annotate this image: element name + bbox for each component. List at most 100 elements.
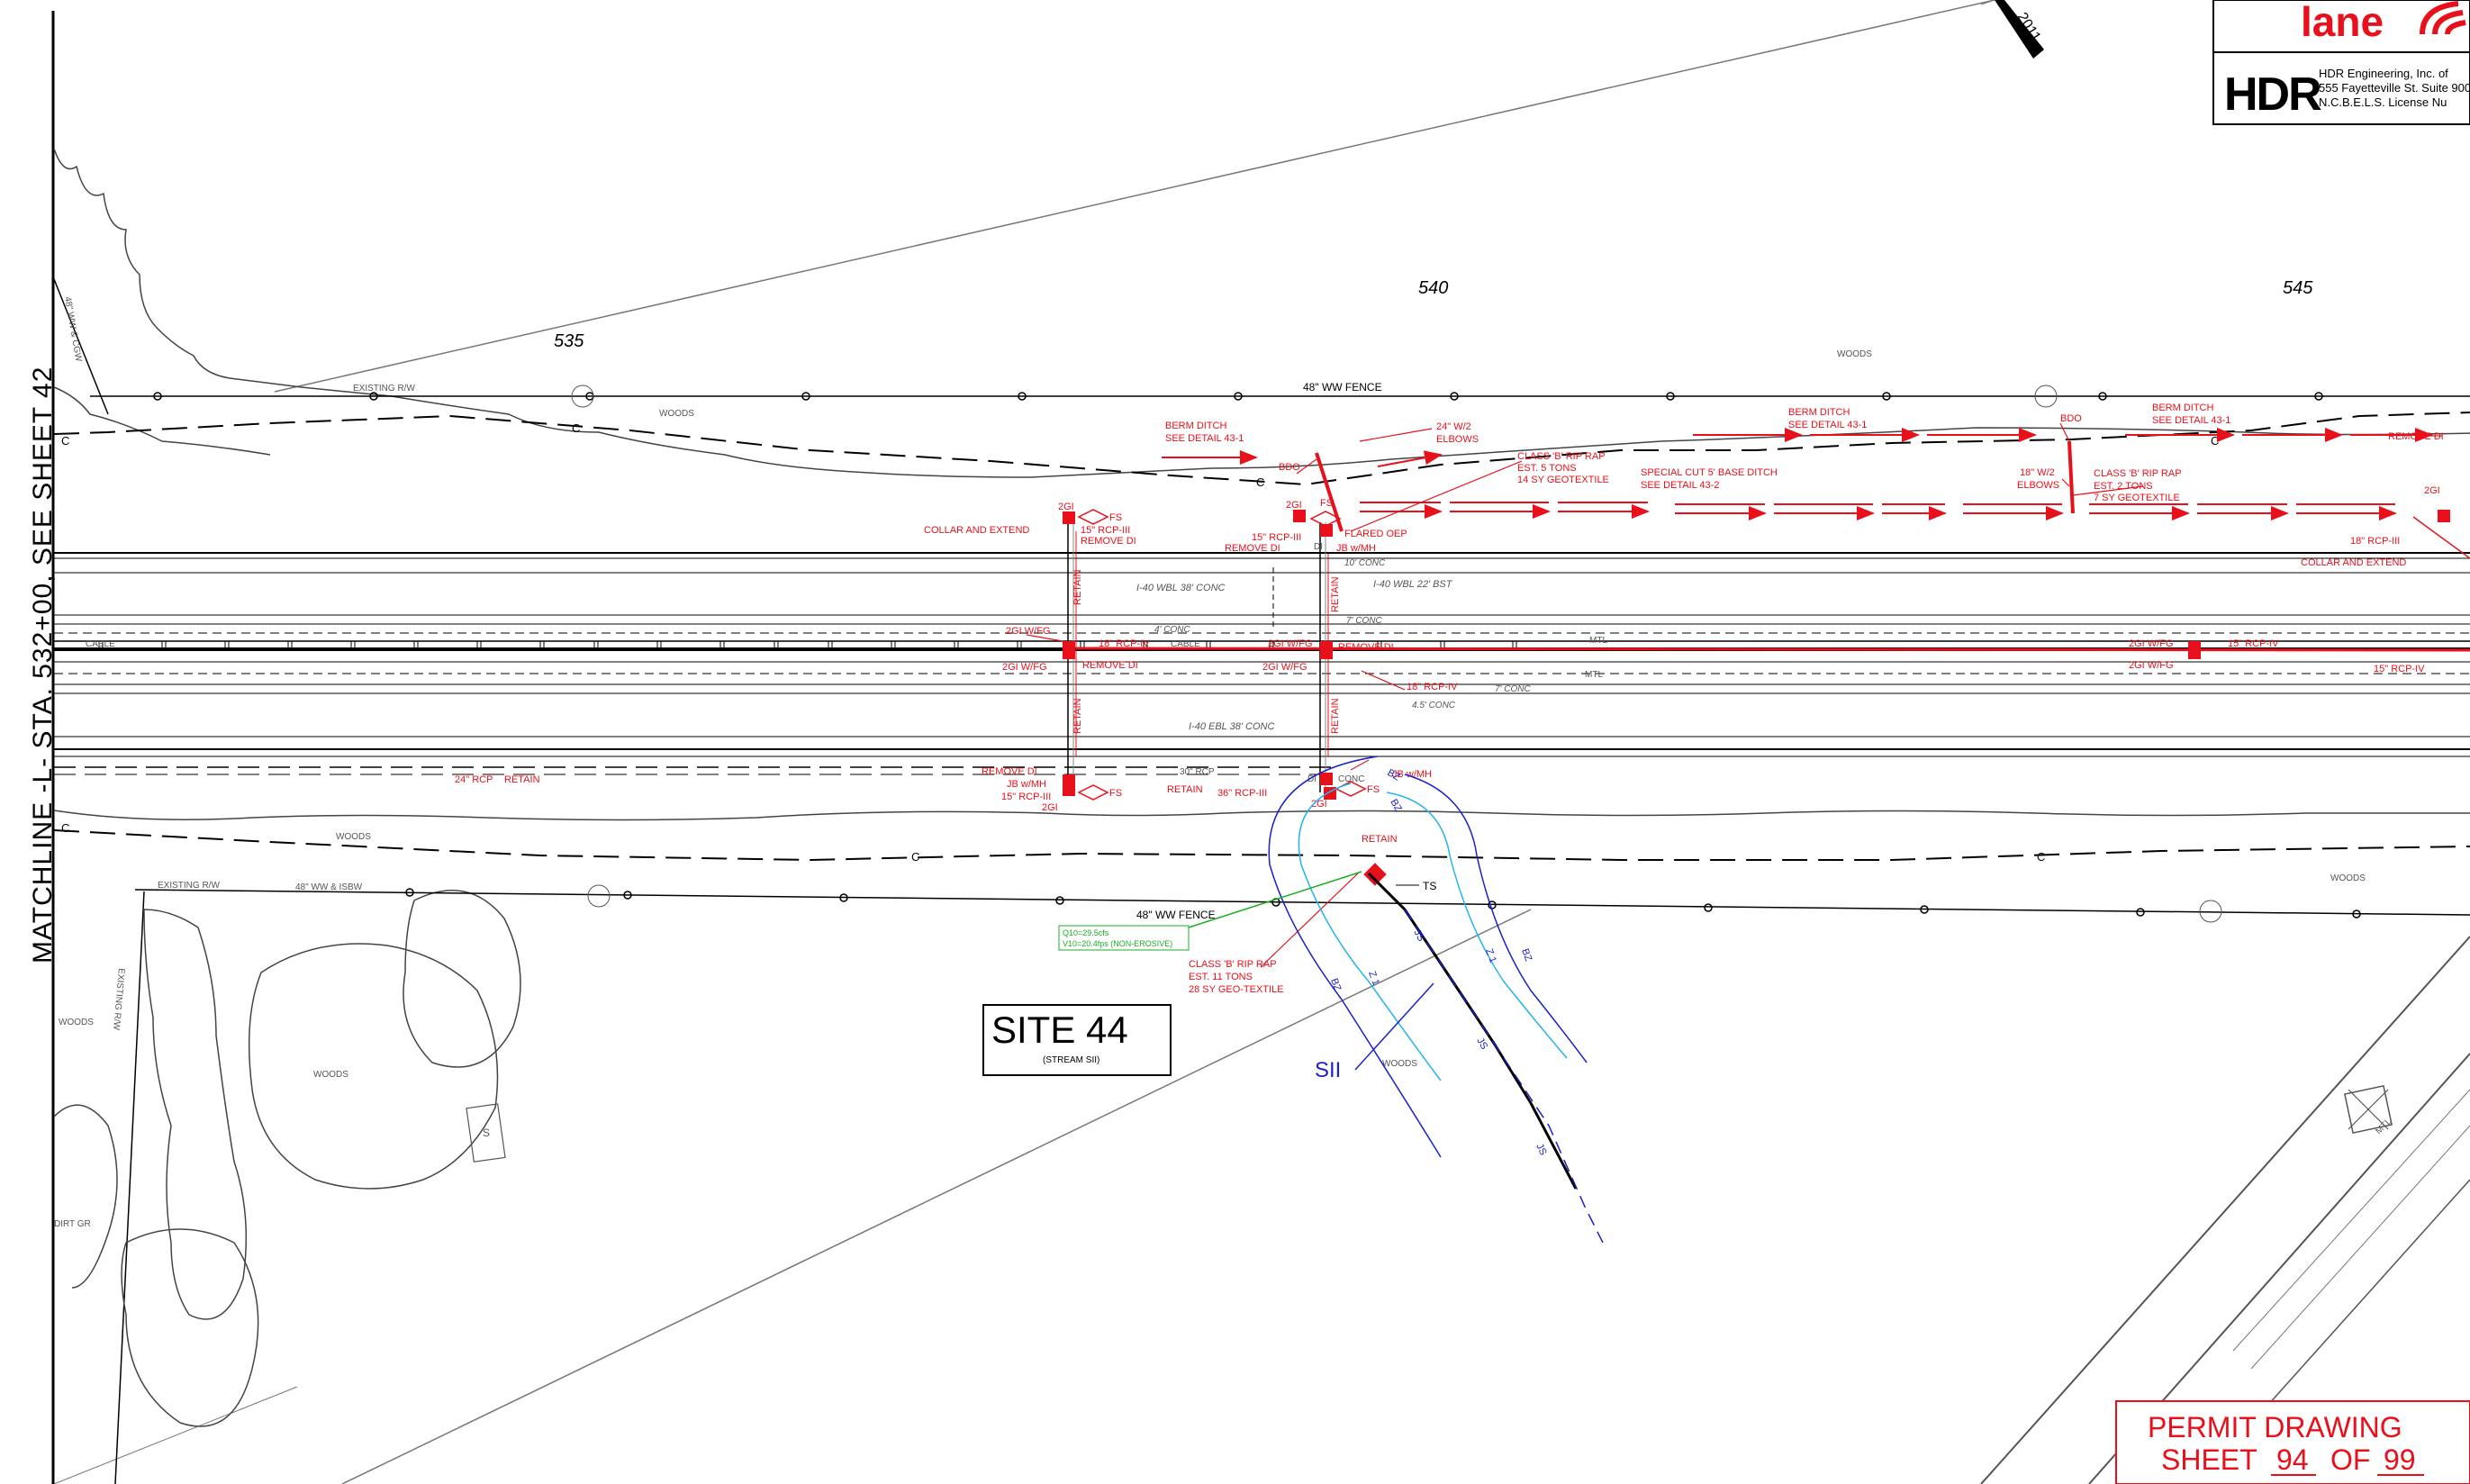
label-s-structure: S	[483, 1127, 490, 1139]
label-js-1: JS	[1411, 928, 1426, 944]
label-collar-r: COLLAR AND EXTEND	[2301, 557, 2406, 568]
label-retain-d: RETAIN	[1362, 834, 1398, 845]
permit-sheet-total: 99	[2384, 1443, 2416, 1476]
label-fs-a: FS	[1109, 512, 1122, 523]
proposed-drainage	[1063, 428, 2470, 886]
label-remove-di-c: REMOVE DI	[982, 766, 1037, 777]
label-exist-rw-side: EXISTING R/W	[111, 968, 126, 1031]
label-woods-b1: WOODS	[336, 832, 371, 842]
label-est-11: EST. 11 TONS	[1189, 972, 1253, 982]
label-class-b-1: CLASS 'B' RIP RAP	[1517, 451, 1606, 462]
label-jb-d: JB w/MH	[1392, 769, 1432, 780]
label-js-2: JS	[1474, 1036, 1489, 1052]
treeline-top	[53, 148, 2470, 478]
stream-bz-outer	[1268, 756, 1442, 1158]
label-collar: COLLAR AND EXTEND	[924, 525, 1029, 536]
hydraulic-note: Q10=29.5cfs V10=20.4fps (NON-EROSIVE)	[1058, 871, 1362, 951]
rail-line-5	[2250, 1125, 2470, 1370]
treeline-top-small	[53, 386, 271, 456]
woods-outline-1	[143, 909, 248, 1320]
permit-sheet-word: SHEET	[2161, 1443, 2257, 1476]
diagonal-line-top	[274, 0, 1995, 393]
label-ts: TS	[1423, 880, 1436, 892]
label-conc-4: 4' CONC	[1154, 625, 1190, 635]
label-c-7: C	[2037, 850, 2045, 864]
label-remove-di-right: REMOVE DI	[2388, 431, 2444, 442]
label-retain-3: RETAIN	[1072, 698, 1083, 734]
lane-swoosh-icon	[2420, 1, 2466, 35]
label-cable-1: CABLE	[86, 639, 115, 649]
label-rcp15-iv-2: 15" RCP-IV	[2374, 664, 2425, 674]
label-c-4: C	[2211, 434, 2219, 448]
label-special-cut: SPECIAL CUT 5' BASE DITCH	[1641, 467, 1778, 478]
permit-sheet-number: 94	[2276, 1443, 2309, 1476]
label-berm-ditch-1: BERM DITCH	[1165, 421, 1227, 431]
label-flared: FLARED OEP	[1344, 529, 1407, 539]
label-conc-4-5: 4.5' CONC	[1412, 701, 1456, 710]
stream-z1-left	[1298, 783, 1442, 1081]
label-js-3: JS	[1534, 1142, 1548, 1157]
label-rcp15-a: 15" RCP-III	[1081, 525, 1130, 536]
label-remove-di-a: REMOVE DI	[1081, 536, 1136, 547]
label-fs-d: FS	[1367, 784, 1380, 795]
label-mtl-2: MTL	[1585, 670, 1603, 680]
diagonal-line-top-2	[1980, 0, 1995, 5]
label-fs-b: FS	[1320, 498, 1333, 509]
label-see-detail-43-2: SEE DETAIL 43-2	[1641, 480, 1719, 491]
station-545: 545	[2283, 278, 2313, 298]
title-block: lane HDR HDR Engineering, Inc. of 555 Fa…	[2212, 0, 2470, 125]
label-rcp15-iv-1: 15" RCP-IV	[2228, 638, 2279, 649]
label-w2-18: 18" W/2	[2020, 467, 2055, 478]
label-est-5: EST. 5 TONS	[1517, 463, 1577, 474]
label-geo-14: 14 SY GEOTEXTILE	[1517, 475, 1609, 485]
label-berm-ditch-2: BERM DITCH	[1788, 407, 1850, 418]
label-cable-2: CABLE	[1171, 639, 1200, 649]
row-line-left-top	[53, 278, 109, 415]
label-geo-7: 7 SY GEOTEXTILE	[2094, 493, 2180, 503]
label-bz-2: BZ	[1519, 947, 1534, 964]
treeline-bottom	[53, 810, 2470, 821]
label-2gi-r: 2GI	[2424, 485, 2440, 496]
label-class-b-3: CLASS 'B' RIP RAP	[1189, 959, 1277, 970]
label-retain-30: RETAIN	[1167, 784, 1203, 795]
stream-label-leader	[1354, 982, 1434, 1071]
label-woods-top-right: WOODS	[1837, 349, 1872, 359]
structure-s-icon: S	[466, 1103, 506, 1163]
label-ww-cgw: 48" WW & CGW	[62, 296, 84, 363]
label-rcp24: 24" RCP	[455, 774, 493, 785]
site-label-box: SITE 44 (STREAM SII)	[982, 1004, 1172, 1076]
label-conc-7: 7' CONC	[1346, 616, 1382, 626]
fence-posts-bottom	[405, 888, 2361, 918]
fence-bottom-line	[134, 889, 2470, 916]
note-box	[1058, 925, 1190, 951]
label-dirt: DIRT GR	[54, 1219, 91, 1229]
hdr-line-1: HDR Engineering, Inc. of	[2319, 67, 2448, 80]
stream-z1-right	[1386, 792, 1568, 1059]
stream-centerline-dashed	[1404, 909, 1604, 1244]
label-c-2: C	[572, 421, 580, 435]
label-w2-24: 24" W/2	[1436, 421, 1471, 432]
label-c-1: C	[61, 434, 69, 448]
north-arrow-icon: 2011	[1995, 0, 2044, 59]
label-gi-wfg-2: 2GI W/FG	[1002, 662, 1047, 673]
red-leaders	[1026, 422, 2442, 968]
utility-box-icon: MTL	[2344, 1085, 2394, 1136]
existing-ditch-bottom	[53, 829, 2470, 862]
label-ebl-38: I-40 EBL 38' CONC	[1189, 721, 1274, 732]
stream-sii: SII BZ BZ BZ BZ Z 1 Z 1 JS JS JS	[1268, 756, 1604, 1244]
row-line-left-bot	[114, 891, 145, 1484]
label-see-detail-3: SEE DETAIL 43-1	[2152, 415, 2230, 426]
label-geo-28: 28 SY GEO-TEXTILE	[1189, 984, 1284, 995]
label-gi-wfg-6: 2GI W/FG	[2129, 660, 2174, 671]
label-rcp-30: 30" RCP	[1180, 767, 1215, 777]
fence-posts-top	[153, 392, 2323, 401]
rail-line-4	[2232, 1089, 2470, 1352]
label-gi-wfg-3: 2GI W/FG	[1268, 638, 1313, 649]
label-rcp15-c: 15" RCP-III	[1001, 792, 1051, 802]
label-bdo-2: BDO	[2060, 413, 2082, 424]
label-rcp18-iv-2: 18" RCP-IV	[1407, 682, 1458, 692]
label-di-1: DI	[1307, 774, 1316, 784]
site-title: SITE 44	[991, 1009, 1128, 1051]
label-woods-b2: WOODS	[59, 1018, 94, 1027]
